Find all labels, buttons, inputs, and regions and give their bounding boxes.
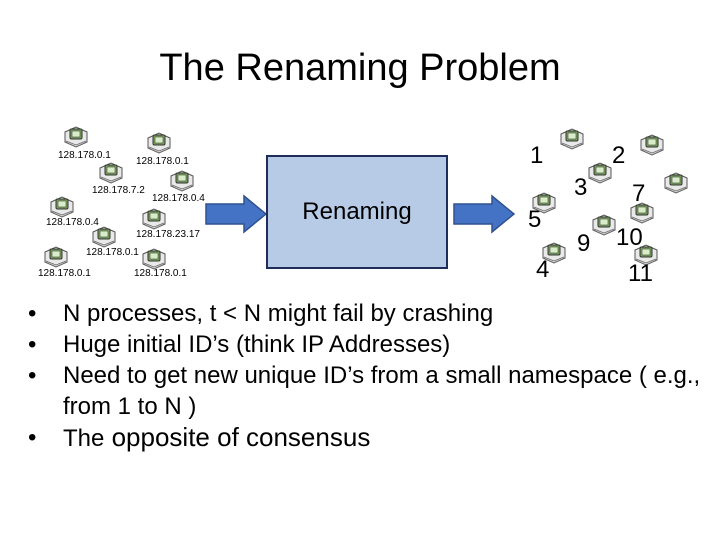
computer-icon [48,194,76,220]
slide-title: The Renaming Problem [159,47,561,89]
computer-icon [145,130,173,156]
bullet-list: • N processes, t < N might fail by crash… [28,298,708,454]
ip-label: 128.178.0.1 [136,156,189,167]
computer-icon [168,168,196,194]
renaming-box-label: Renaming [302,198,412,225]
computer-icon [586,160,614,186]
computer-icon [638,132,666,158]
computer-icon [558,126,586,152]
computer-icon [540,240,568,266]
new-id-label: 4 [536,256,550,283]
bullet-text: Need to get new unique ID’s from a small… [63,362,701,420]
new-id-label: 1 [530,142,544,169]
ip-label: 128.178.0.1 [38,268,91,279]
new-id-label: 10 [616,224,643,251]
ip-label: 128.178.0.1 [86,247,139,258]
computer-icon [530,190,558,216]
bullet-text: Huge initial ID’s (think IP Addresses) [63,331,451,358]
bullet-marker: • [28,424,37,451]
ip-label: 128.178.0.4 [152,193,205,204]
computer-icon [42,244,70,270]
new-id-label: 3 [574,174,588,201]
bullet-text: N processes, t < N might fail by crashin… [63,300,494,327]
ip-label: 128.178.0.1 [58,150,111,161]
bullet-text-prefix: The [63,425,105,452]
computer-icon [590,212,618,238]
ip-label: 128.178.0.4 [46,217,99,228]
bullet-marker: • [28,362,37,389]
computer-icon [97,160,125,186]
ip-label: 128.178.7.2 [92,185,145,196]
computer-icon [140,246,168,272]
bullet-marker: • [28,300,37,327]
computer-icon [90,224,118,250]
computer-icon [628,200,656,226]
new-id-label: 9 [577,230,591,257]
right-arrow-icon [453,194,516,234]
bullet-item: • Huge initial ID’s (think IP Addresses) [28,329,708,360]
new-id-label: 5 [528,206,542,233]
computer-icon [140,206,168,232]
computer-icon [662,170,690,196]
renaming-box: Renaming [266,155,448,269]
new-id-label: 2 [612,142,626,169]
bullet-item: • Need to get new unique ID’s from a sma… [28,360,708,422]
bullet-marker: • [28,331,37,358]
ip-label: 128.178.23.17 [136,229,200,240]
bullet-text-emphasis: opposite of consensus [104,422,371,452]
new-id-label: 11 [628,260,653,287]
new-id-label: 7 [632,180,646,207]
computer-icon [62,124,90,150]
bullet-item: • N processes, t < N might fail by crash… [28,298,708,329]
bullet-item: • The opposite of consensus [28,422,708,454]
left-arrow-icon [205,194,268,234]
computer-icon [632,242,660,268]
ip-label: 128.178.0.1 [134,268,187,279]
